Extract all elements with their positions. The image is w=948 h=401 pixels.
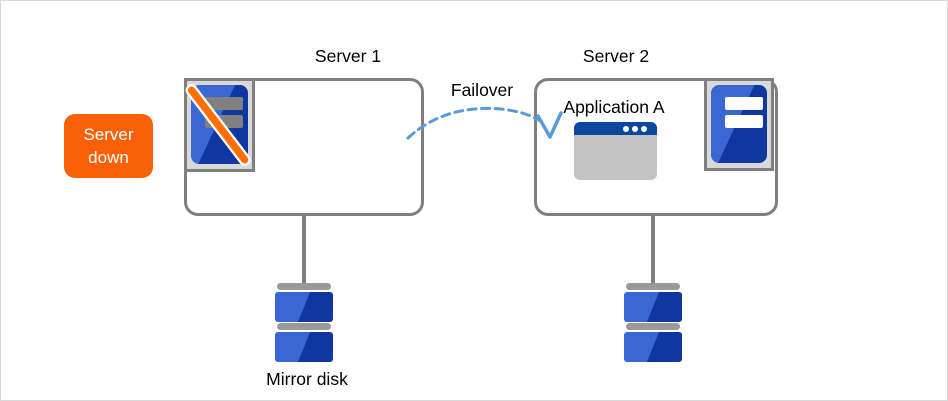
application-window-icon <box>574 122 657 180</box>
server1-down-icon <box>184 78 255 172</box>
disk-cap <box>626 323 680 330</box>
server-led-bar <box>725 115 763 128</box>
disk-cap <box>277 323 331 330</box>
window-dot-icon <box>632 125 638 132</box>
server-down-badge: Server down <box>64 114 153 178</box>
disk-cap <box>626 283 680 290</box>
disk-cap <box>277 283 331 290</box>
server2-title: Server 2 <box>582 46 650 66</box>
mirror-disk-icon <box>275 283 333 362</box>
server1-disk-connector <box>302 215 306 284</box>
application-label: Application A <box>563 97 665 117</box>
down-slash-icon <box>185 84 251 166</box>
server-led-bar <box>205 97 243 110</box>
failover-label: Failover <box>450 80 514 100</box>
disk-platter <box>275 292 333 322</box>
server2-ok-icon <box>704 78 774 171</box>
window-body <box>574 135 657 180</box>
disk-platter <box>275 332 333 362</box>
server1-title: Server 1 <box>314 46 382 66</box>
window-titlebar <box>574 122 657 135</box>
disk-platter <box>624 292 682 322</box>
disk-platter <box>624 332 682 362</box>
window-dot-icon <box>623 125 629 132</box>
server-chassis <box>711 85 767 163</box>
mirror-disk-label: Mirror disk <box>266 369 348 389</box>
window-dot-icon <box>641 125 647 132</box>
server2-disk-connector <box>651 215 655 284</box>
mirror-disk-icon <box>624 283 682 362</box>
server-led-bar <box>725 97 763 110</box>
